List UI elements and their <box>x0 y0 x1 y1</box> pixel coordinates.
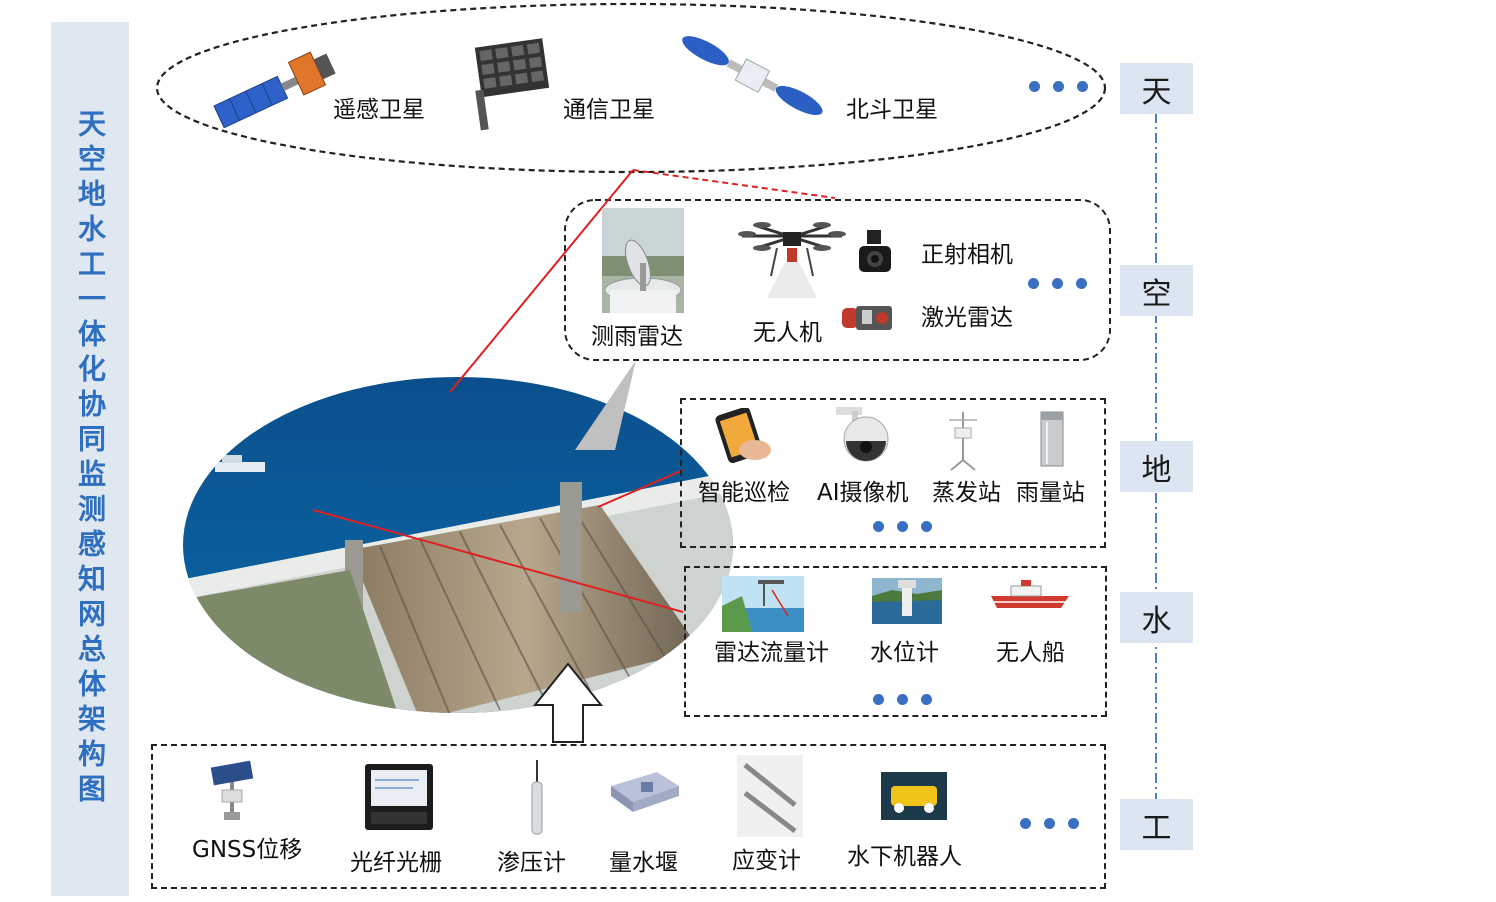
more-items-indicator <box>873 694 932 705</box>
title-panel: 天空地水工一体化协同监测感知网总体架构图 <box>51 22 129 896</box>
unmanned-boat-icon <box>991 580 1069 608</box>
water-item-label: 水位计 <box>870 640 939 666</box>
strain-gauge-icon <box>737 755 803 837</box>
diagram-title: 天空地水工一体化协同监测感知网总体架构图 <box>74 109 107 809</box>
engineering-item-label: 渗压计 <box>497 850 566 876</box>
connector-line <box>449 169 634 393</box>
layer-label-water: 水 <box>1120 592 1193 643</box>
air-layer-box <box>564 199 1111 361</box>
dam-scene-image <box>183 377 733 713</box>
engineering-item-label: 水下机器人 <box>847 844 962 870</box>
drone-icon <box>738 222 846 298</box>
piezometer-icon <box>531 760 543 835</box>
air-item-label: 激光雷达 <box>921 305 1013 331</box>
layer-label-sky: 天 <box>1120 63 1193 114</box>
layer-label-ground: 地 <box>1120 441 1193 492</box>
remote-sensing-satellite-icon <box>213 51 336 128</box>
ground-item-label: 蒸发站 <box>932 480 1001 506</box>
air-item-label: 无人机 <box>753 320 822 346</box>
fiber-bragg-grating-icon <box>365 764 433 830</box>
engineering-item-label: GNSS位移 <box>192 837 303 863</box>
sky-item-label: 北斗卫星 <box>846 97 938 123</box>
ground-item-label: AI摄像机 <box>817 480 909 506</box>
more-items-indicator <box>1020 818 1079 829</box>
ground-item-label: 智能巡检 <box>698 480 790 506</box>
more-items-indicator <box>873 521 932 532</box>
engineering-item-label: 光纤光栅 <box>350 850 442 876</box>
air-item-label: 测雨雷达 <box>591 324 683 350</box>
engineering-layer-box <box>151 744 1106 889</box>
orthographic-camera-icon <box>859 230 891 272</box>
connector-line <box>632 169 836 199</box>
smartphone-inspection-icon <box>715 408 771 464</box>
sky-item-label: 通信卫星 <box>563 97 655 123</box>
zoom-indicator <box>575 360 636 450</box>
water-level-gauge-image <box>872 578 942 624</box>
more-items-indicator <box>1028 278 1087 289</box>
radar-flowmeter-image <box>722 576 804 632</box>
connector-line <box>597 469 684 508</box>
layer-label-engineering: 工 <box>1120 799 1193 850</box>
water-layer-box <box>684 566 1107 717</box>
communication-satellite-icon <box>474 38 550 131</box>
rain-gauge-station-icon <box>1040 411 1064 467</box>
beidou-satellite-icon <box>682 36 823 116</box>
lidar-icon <box>842 306 892 330</box>
layer-label-air: 空 <box>1120 265 1193 316</box>
evaporation-station-icon <box>949 412 977 471</box>
engineering-item-label: 量水堰 <box>609 850 678 876</box>
more-items-indicator <box>1029 81 1088 92</box>
ai-camera-icon <box>836 407 889 462</box>
water-item-label: 无人船 <box>996 640 1065 666</box>
gnss-displacement-icon <box>210 760 254 820</box>
rain-radar-image <box>602 208 684 313</box>
ground-item-label: 雨量站 <box>1016 480 1085 506</box>
sky-item-label: 遥感卫星 <box>333 97 425 123</box>
ground-layer-box <box>680 398 1106 548</box>
engineering-item-label: 应变计 <box>732 848 801 874</box>
underwater-robot-icon <box>881 772 947 820</box>
air-item-label: 正射相机 <box>921 242 1013 268</box>
water-item-label: 雷达流量计 <box>714 640 829 666</box>
measuring-weir-icon <box>611 772 679 812</box>
connector-line <box>312 509 684 613</box>
up-arrow-icon <box>532 662 604 743</box>
